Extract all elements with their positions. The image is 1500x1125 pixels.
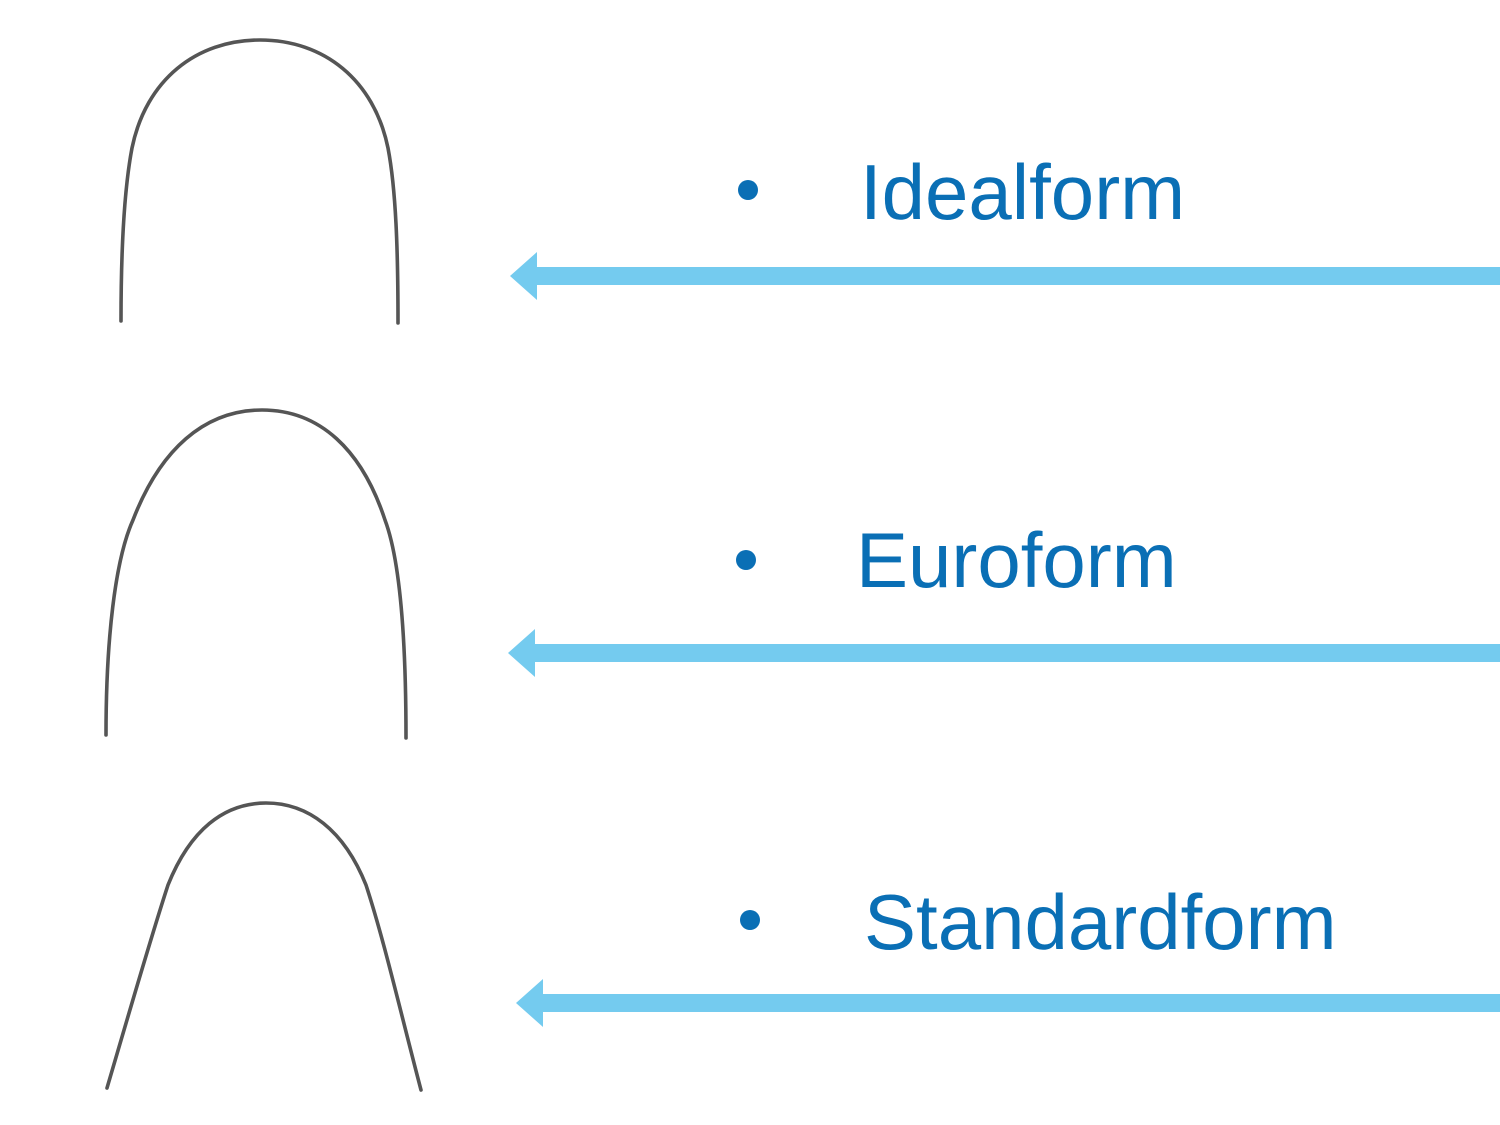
euroform-archwire (104, 408, 408, 740)
bullet-idealform (738, 180, 758, 200)
left-arrow (510, 252, 1500, 300)
idealform-archwire (119, 38, 400, 325)
label-standardform: Standardform (864, 878, 1337, 966)
label-euroform: Euroform (856, 516, 1177, 604)
label-idealform: Idealform (860, 148, 1186, 236)
left-arrow (508, 629, 1500, 677)
bullet-standardform (740, 910, 760, 930)
left-arrow (516, 979, 1500, 1027)
standardform-archwire (105, 801, 423, 1092)
bullet-euroform (736, 550, 756, 570)
